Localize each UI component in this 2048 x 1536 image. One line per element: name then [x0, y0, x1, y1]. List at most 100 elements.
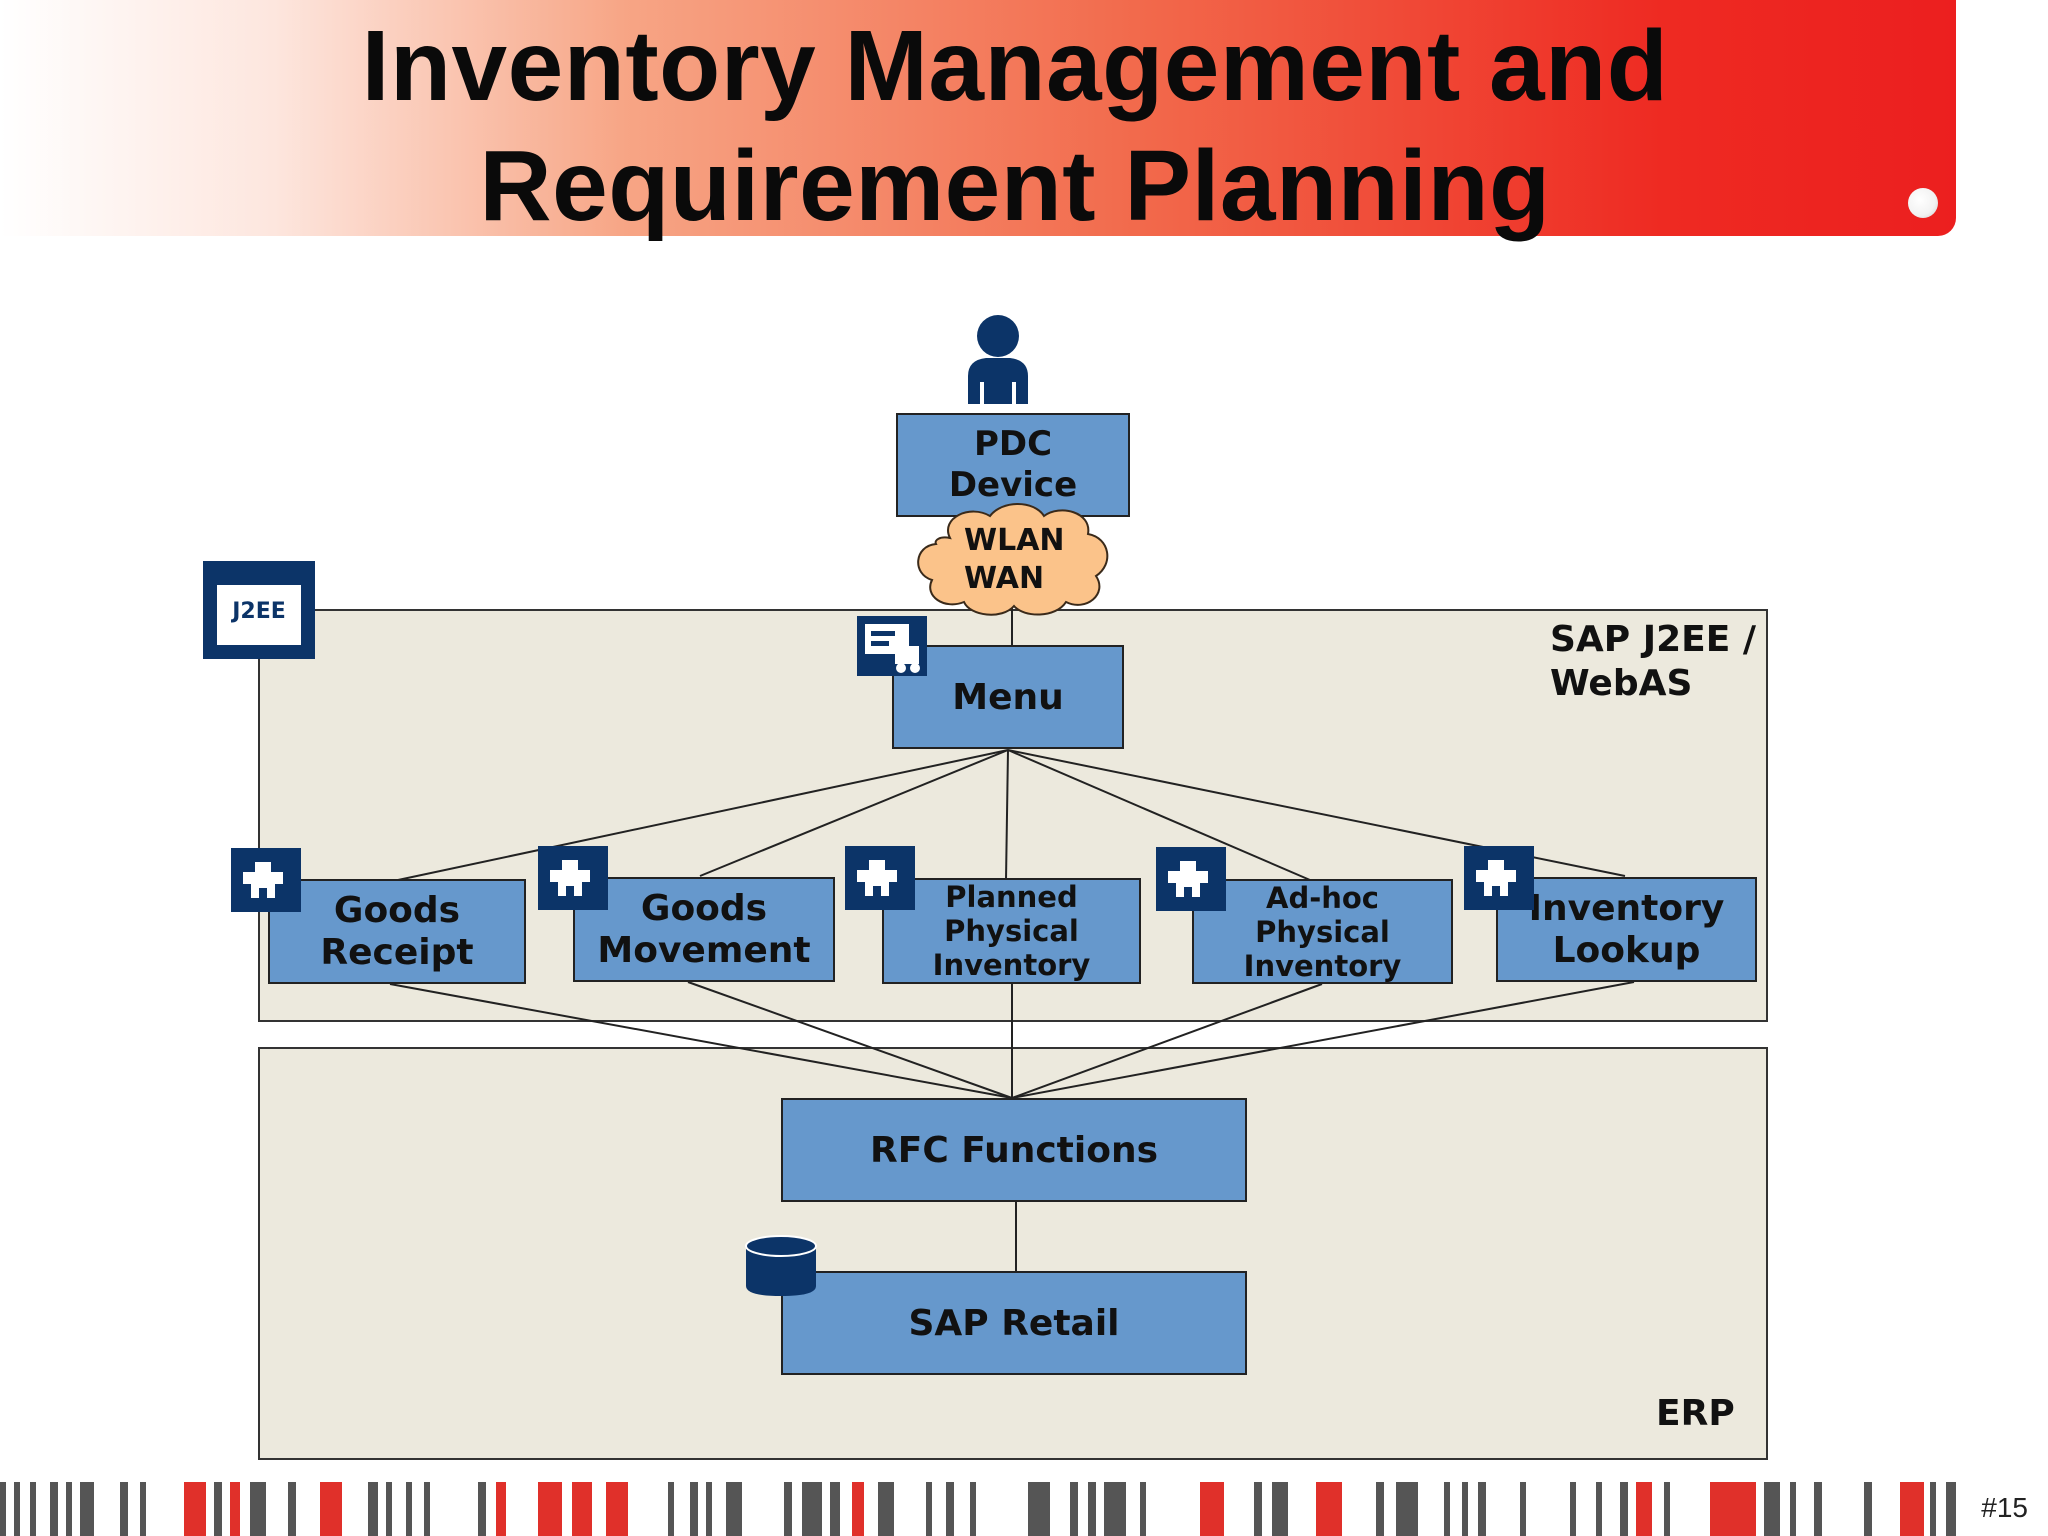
- footer-bar: [230, 1482, 240, 1536]
- title-line-1: Inventory Management and: [361, 10, 1669, 122]
- inventory-lookup-label: Inventory Lookup: [1528, 887, 1725, 971]
- footer-bar: [1664, 1482, 1670, 1536]
- footer-bar: [1028, 1482, 1050, 1536]
- component-icon: [845, 846, 915, 910]
- footer-bar: [288, 1482, 296, 1536]
- footer-bar: [1088, 1482, 1096, 1536]
- footer-bar: [1478, 1482, 1486, 1536]
- network-cloud-icon: [917, 503, 1109, 616]
- footer-bar: [1814, 1482, 1822, 1536]
- banner-dot-icon: [1908, 188, 1938, 218]
- footer-bar: [784, 1482, 792, 1536]
- menu-node: Menu: [892, 645, 1124, 749]
- slide-title: Inventory Management and Requirement Pla…: [0, 6, 2030, 246]
- footer-bar: [320, 1482, 342, 1536]
- footer-bar: [1272, 1482, 1288, 1536]
- database-icon: [745, 1235, 817, 1296]
- footer-bar: [140, 1482, 146, 1536]
- component-icon: [1464, 846, 1534, 910]
- footer-bar: [1620, 1482, 1628, 1536]
- footer-bar: [50, 1482, 58, 1536]
- footer-bar: [852, 1482, 864, 1536]
- footer-bar: [66, 1482, 72, 1536]
- line-menu-goods-movement: [699, 749, 1009, 877]
- goods-receipt-node: Goods Receipt: [268, 879, 526, 984]
- footer-bar: [80, 1482, 94, 1536]
- component-icon: [538, 846, 608, 910]
- footer-bar: [538, 1482, 562, 1536]
- pdc-device-label: PDC Device: [948, 424, 1078, 505]
- adhoc-physical-inventory-node: Ad-hoc Physical Inventory: [1192, 879, 1453, 984]
- footer-bar: [1570, 1482, 1576, 1536]
- footer-bar: [1790, 1482, 1796, 1536]
- footer-bar: [1070, 1482, 1078, 1536]
- footer-bar: [802, 1482, 822, 1536]
- footer-bar: [1200, 1482, 1224, 1536]
- footer-bar: [1864, 1482, 1872, 1536]
- footer-bar: [606, 1482, 628, 1536]
- line-menu-planned: [1005, 749, 1009, 881]
- sap-retail-label: SAP Retail: [908, 1302, 1120, 1344]
- footer-bar: [496, 1482, 506, 1536]
- footer-bar: [1930, 1482, 1936, 1536]
- component-icon: [231, 848, 301, 912]
- line-lookup-rfc: [1011, 981, 1635, 1099]
- footer-bar: [1140, 1482, 1146, 1536]
- footer-bar: [830, 1482, 840, 1536]
- footer-bar: [926, 1482, 932, 1536]
- footer-bar: [14, 1482, 20, 1536]
- title-banner: [0, 0, 1956, 236]
- page-number: #15: [1981, 1492, 2028, 1523]
- rfc-functions-label: RFC Functions: [870, 1129, 1158, 1171]
- footer-bar: [478, 1482, 486, 1536]
- user-icon: [968, 315, 1028, 404]
- footer-bar: [970, 1482, 976, 1536]
- network-cloud-label: WLAN WAN: [964, 523, 1065, 596]
- erp-region-label: ERP: [1656, 1393, 1735, 1434]
- component-icon: [1156, 847, 1226, 911]
- footer-bar: [368, 1482, 378, 1536]
- footer-bar: [406, 1482, 412, 1536]
- line-menu-goods-receipt: [397, 749, 1009, 881]
- j2ee-badge-text: J2EE: [232, 599, 286, 624]
- footer-bar: [250, 1482, 266, 1536]
- line-goods-receipt-rfc: [389, 983, 1013, 1099]
- menu-label: Menu: [952, 676, 1064, 718]
- footer-bar: [1710, 1482, 1756, 1536]
- footer-bar: [424, 1482, 430, 1536]
- footer-bar: [668, 1482, 674, 1536]
- footer-bar: [1596, 1482, 1602, 1536]
- footer-bar: [1900, 1482, 1924, 1536]
- line-adhoc-rfc: [1011, 983, 1323, 1099]
- goods-receipt-label: Goods Receipt: [320, 889, 474, 973]
- footer-bar: [1520, 1482, 1526, 1536]
- footer-bar: [726, 1482, 742, 1536]
- j2ee-region-label: SAP J2EE / WebAS: [1550, 619, 1757, 704]
- line-menu-adhoc: [1007, 749, 1311, 881]
- title-line-2: Requirement Planning: [479, 130, 1551, 242]
- footer-bar: [1104, 1482, 1126, 1536]
- goods-movement-label: Goods Movement: [597, 887, 811, 971]
- footer-bar: [184, 1482, 206, 1536]
- footer-bar: [1764, 1482, 1780, 1536]
- footer-bar: [572, 1482, 592, 1536]
- planned-physical-inventory-node: Planned Physical Inventory: [882, 878, 1141, 984]
- footer-bar: [386, 1482, 392, 1536]
- footer-bar: [30, 1482, 36, 1536]
- sap-retail-node: SAP Retail: [781, 1271, 1247, 1375]
- footer-bar: [1396, 1482, 1418, 1536]
- pdc-device-node: PDC Device: [896, 413, 1130, 517]
- menu-screen-icon: [857, 616, 927, 676]
- j2ee-container-icon: J2EE: [203, 561, 315, 659]
- footer-bar: [690, 1482, 698, 1536]
- footer-bar: [1316, 1482, 1342, 1536]
- footer-bar: [1376, 1482, 1384, 1536]
- footer-bar: [0, 1482, 6, 1536]
- footer-bar: [1946, 1482, 1956, 1536]
- footer-bar: [1636, 1482, 1652, 1536]
- inventory-lookup-node: Inventory Lookup: [1496, 877, 1757, 982]
- planned-physical-inventory-label: Planned Physical Inventory: [932, 880, 1091, 982]
- footer-bar: [1444, 1482, 1450, 1536]
- footer-bar: [878, 1482, 894, 1536]
